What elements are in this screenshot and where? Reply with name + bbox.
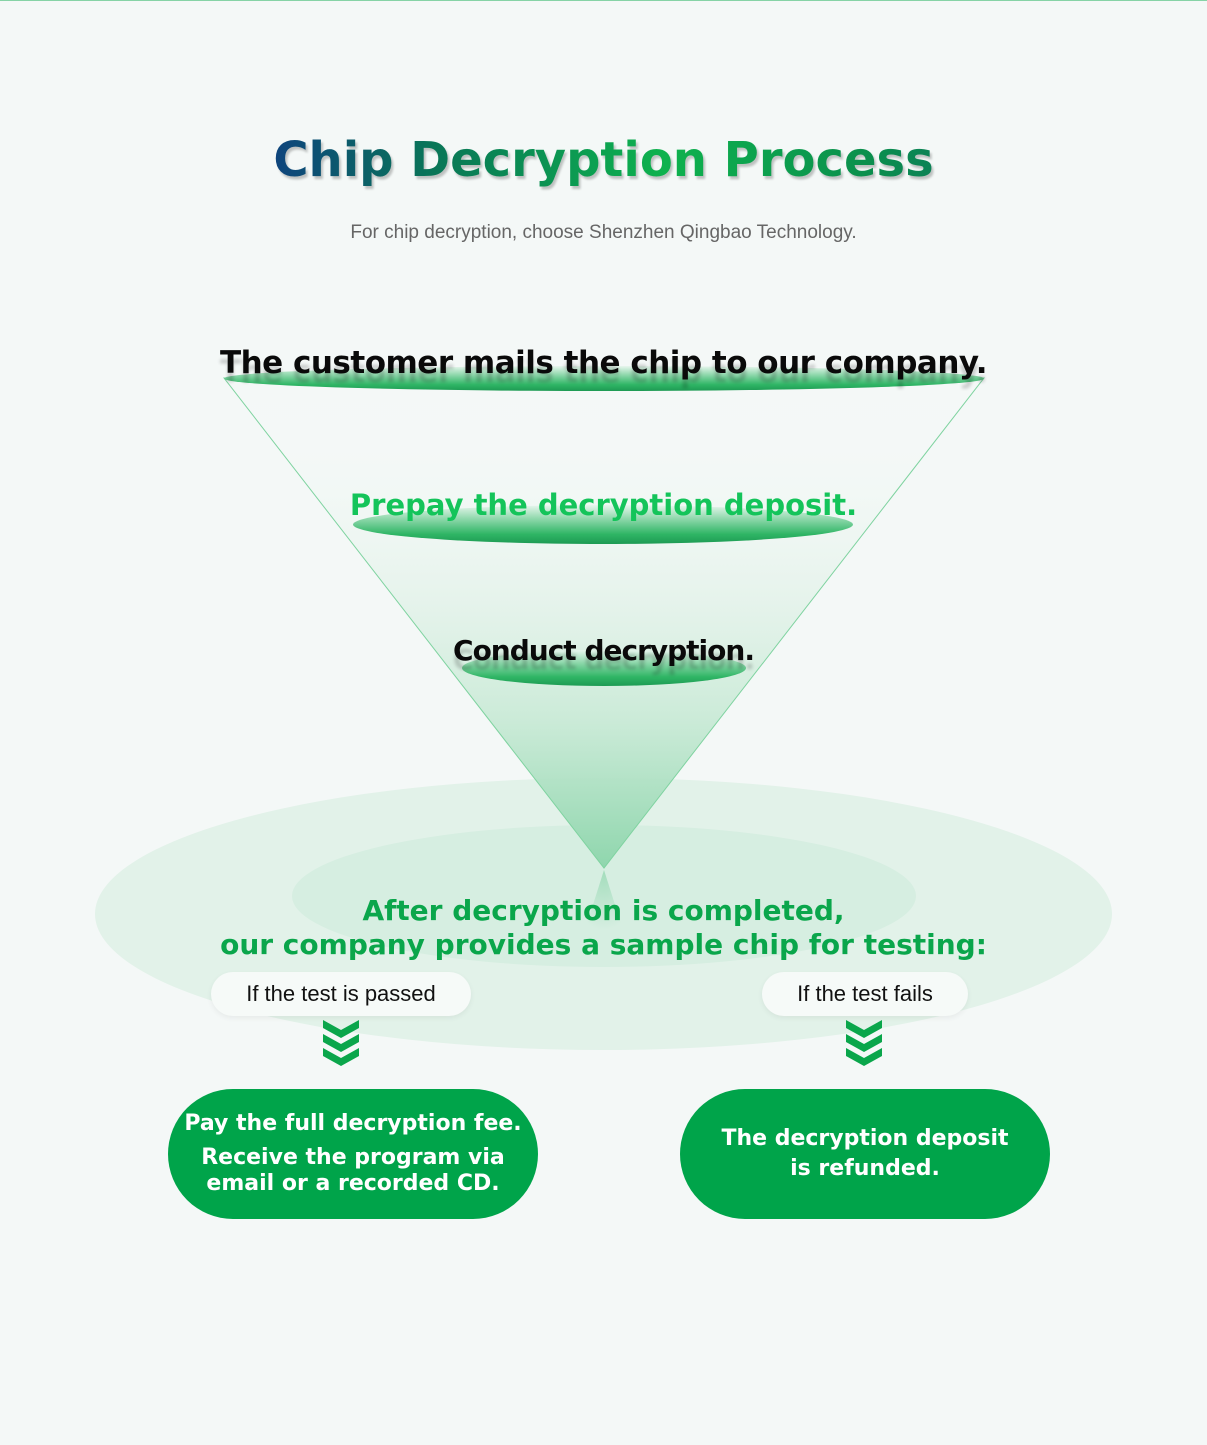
outcome-fail-line-1: The decryption deposit: [721, 1126, 1009, 1151]
outcome-fail-box: The decryption deposit is refunded.: [680, 1089, 1050, 1219]
outcome-pass-line-2: Receive the program via: [201, 1145, 505, 1170]
triple-chevron-down-icon: [323, 1020, 359, 1066]
step-2-disc: [353, 505, 853, 544]
page-subtitle: For chip decryption, choose Shenzhen Qin…: [350, 222, 857, 243]
step-3-label: Conduct decryption.: [453, 634, 755, 667]
outcome-pass-box: Pay the full decryption fee. Receive the…: [168, 1089, 538, 1219]
outcome-pass-line-1: Pay the full decryption fee.: [184, 1111, 522, 1136]
outcome-fail-line-2: is refunded.: [790, 1156, 940, 1181]
step-1-label: The customer mails the chip to our compa…: [219, 345, 988, 381]
result-heading: After decryption is completed, our compa…: [0, 894, 1207, 962]
outcome-pass-line-3: email or a recorded CD.: [206, 1171, 500, 1196]
page-title: Chip Decryption Process: [0, 132, 1207, 188]
funnel-tip-glow: [585, 870, 623, 930]
triple-chevron-down-icon: [846, 1020, 882, 1066]
result-line-2: our company provides a sample chip for t…: [220, 928, 987, 961]
step-1-disc: [224, 366, 984, 391]
funnel-cone: [222, 377, 986, 869]
condition-pass-pill: If the test is passed: [211, 972, 471, 1016]
step-2-label: Prepay the decryption deposit.: [349, 488, 858, 522]
condition-fail-pill: If the test fails: [762, 972, 968, 1016]
step-3-disc: [462, 650, 746, 686]
top-border-line: [0, 0, 1207, 1]
result-line-1: After decryption is completed,: [362, 894, 845, 927]
